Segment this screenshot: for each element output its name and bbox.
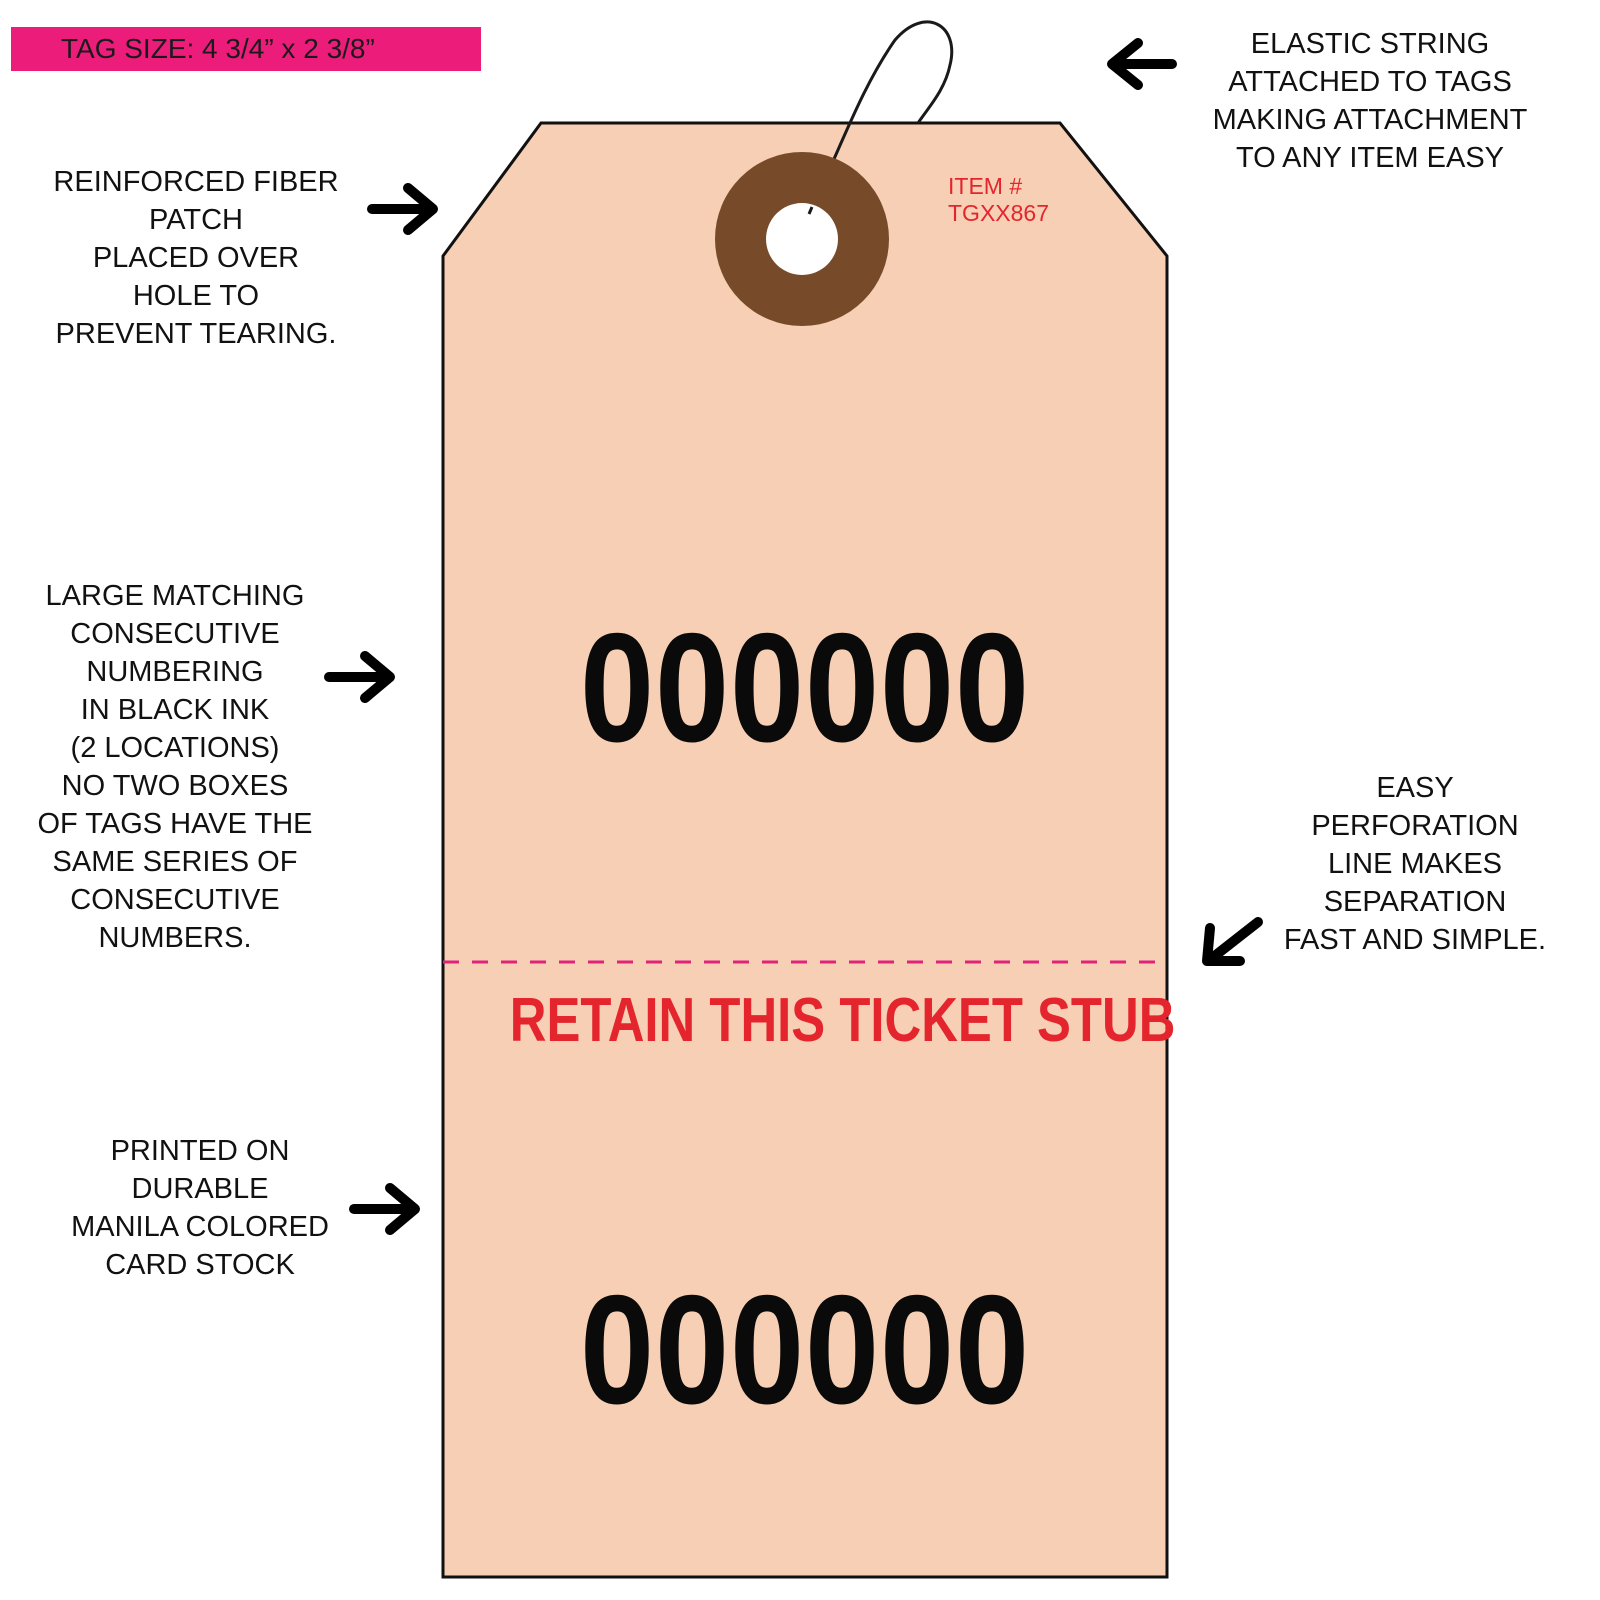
- callout-line: CONSECUTIVE: [70, 618, 280, 650]
- callout-line: NUMBERS.: [98, 922, 252, 954]
- callout-line: PATCH: [149, 204, 243, 236]
- retain-stub-text: RETAIN THIS TICKET STUB: [509, 986, 1176, 1055]
- callout-line: CONSECUTIVE: [70, 884, 280, 916]
- callout-line: ATTACHED TO TAGS: [1228, 66, 1512, 98]
- callout-line: PLACED OVER: [92, 242, 300, 274]
- callout-line: LINE MAKES: [1327, 848, 1503, 880]
- callout-line: FAST AND SIMPLE.: [1283, 924, 1547, 956]
- callout-line: DURABLE: [131, 1173, 269, 1205]
- callout-line: EASY: [1376, 772, 1454, 804]
- arrow-right-icon: [367, 183, 438, 235]
- callout-line: SAME SERIES OF: [52, 846, 298, 878]
- callout-line: REINFORCED FIBER: [53, 166, 339, 198]
- bottom-ticket-number: 000000: [580, 1263, 1030, 1436]
- callout-line: CARD STOCK: [105, 1249, 295, 1281]
- callout-line: MANILA COLORED: [71, 1211, 329, 1243]
- callout-line: IN BLACK INK: [80, 694, 270, 726]
- tag-hole: [766, 203, 838, 275]
- callout-fiber-patch: REINFORCED FIBER PATCH PLACED OVER HOLE …: [20, 163, 372, 353]
- arrow-left-icon: [1107, 38, 1177, 90]
- callout-numbering: LARGE MATCHING CONSECUTIVE NUMBERING IN …: [15, 577, 335, 957]
- arrow-right-icon: [349, 1183, 420, 1235]
- item-number-code: TGXX867: [948, 200, 1049, 226]
- callout-elastic-string: ELASTIC STRING ATTACHED TO TAGS MAKING A…: [1190, 25, 1550, 177]
- callout-line: HOLE TO: [132, 280, 260, 312]
- callout-line: PREVENT TEARING.: [55, 318, 337, 350]
- callout-line: NUMBERING: [86, 656, 264, 688]
- callout-line: (2 LOCATIONS): [70, 732, 280, 764]
- callout-line: ELASTIC STRING: [1250, 28, 1490, 60]
- callout-perforation: EASY PERFORATION LINE MAKES SEPARATION F…: [1250, 769, 1580, 959]
- tag-size-banner: TAG SIZE: 4 3/4” x 2 3/8”: [11, 27, 481, 71]
- arrow-right-icon: [324, 651, 395, 703]
- callout-line: LARGE MATCHING: [45, 580, 305, 612]
- callout-line: MAKING ATTACHMENT: [1212, 104, 1528, 136]
- callout-line: PRINTED ON: [110, 1135, 290, 1167]
- callout-line: PERFORATION: [1311, 810, 1519, 842]
- top-ticket-number: 000000: [580, 601, 1030, 774]
- item-number: ITEM # TGXX867: [948, 173, 1049, 227]
- item-number-label: ITEM #: [948, 173, 1023, 199]
- callout-line: TO ANY ITEM EASY: [1235, 142, 1505, 174]
- elastic-string: [810, 20, 954, 208]
- arrow-down-left-icon: [1202, 917, 1263, 966]
- callout-line: OF TAGS HAVE THE: [37, 808, 313, 840]
- tag-body: [441, 121, 1169, 1579]
- callout-line: NO TWO BOXES: [61, 770, 289, 802]
- callout-card-stock: PRINTED ON DURABLE MANILA COLORED CARD S…: [50, 1132, 350, 1284]
- callout-line: SEPARATION: [1323, 886, 1507, 918]
